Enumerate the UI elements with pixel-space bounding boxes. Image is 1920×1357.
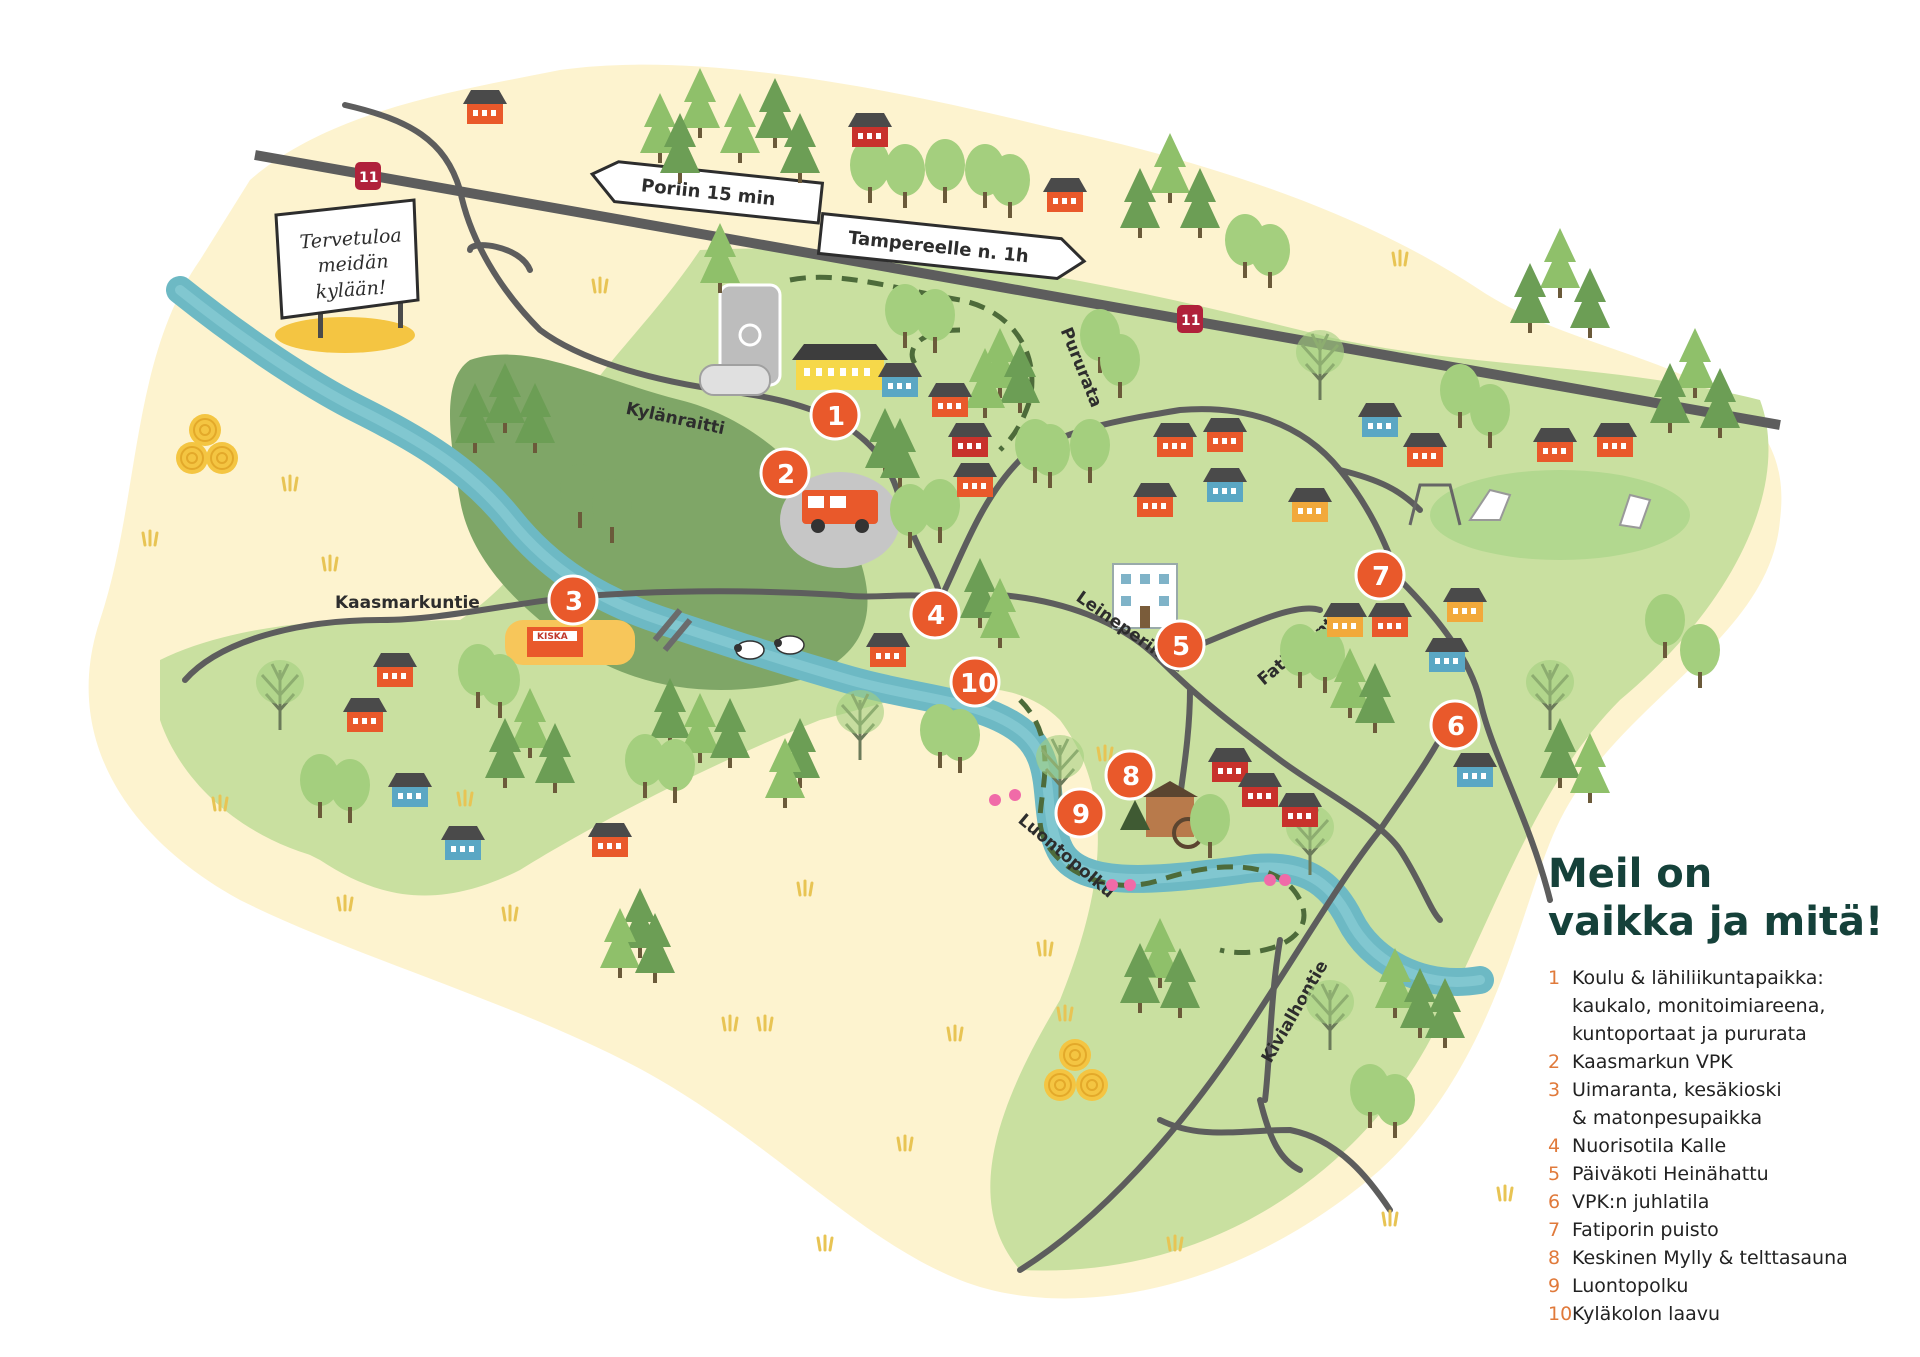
marker-3[interactable]: 3 (547, 574, 599, 626)
water-lilies (989, 789, 1291, 891)
swing-set (1408, 483, 1462, 526)
park-field (1430, 470, 1690, 560)
sign-tampere: Tampereelle n. 1h (816, 211, 1087, 281)
daycare-building (1112, 563, 1178, 629)
svg-text:2: 2 (777, 460, 795, 490)
svg-text:KISKA: KISKA (537, 632, 568, 642)
svg-text:7: 7 (1372, 562, 1390, 592)
highway-badge-2: 11 (1177, 305, 1203, 333)
goal-right (1618, 493, 1652, 530)
monitoimiareena (699, 364, 771, 396)
fire-truck (802, 490, 878, 533)
svg-text:4: 4 (927, 601, 945, 631)
legend-title-line-1: Meil on (1548, 851, 1713, 897)
highway-11 (254, 150, 1781, 430)
road-network (182, 102, 1553, 1273)
label-kaasmarkuntie: Kaasmarkuntie (335, 593, 480, 613)
svg-text:8: 8 (1122, 762, 1140, 792)
svg-text:9: 9 (1072, 800, 1090, 830)
svg-text:5: 5 (1172, 632, 1190, 662)
marker-2[interactable]: 2 (759, 447, 811, 499)
welcome-line-3: kylään! (315, 276, 387, 303)
sheep (734, 635, 805, 660)
marker-4[interactable]: 4 (909, 588, 961, 640)
marker-5[interactable]: 5 (1154, 619, 1206, 671)
marker-9[interactable]: 9 (1054, 787, 1106, 839)
marker-10[interactable]: 10 (949, 656, 1001, 708)
goal-left (1468, 488, 1512, 521)
marker-7[interactable]: 7 (1354, 549, 1406, 601)
river-inner (175, 285, 1485, 987)
welcome-line-2: meidän (317, 250, 389, 277)
kiosk: KISKA (527, 627, 583, 657)
bridge (652, 608, 693, 652)
svg-text:10: 10 (960, 669, 996, 699)
svg-text:11: 11 (1181, 313, 1200, 329)
marker-6[interactable]: 6 (1429, 699, 1481, 751)
sign-pori: Poriin 15 min (589, 160, 825, 225)
marker-8[interactable]: 8 (1104, 749, 1156, 801)
svg-text:3: 3 (565, 587, 583, 617)
svg-text:6: 6 (1447, 712, 1465, 742)
legend-title-line-2: vaikka ja mitä! (1548, 899, 1884, 945)
tent-sauna (1120, 800, 1150, 830)
highway-badge-1: 11 (355, 162, 381, 190)
school-building (792, 344, 888, 390)
legend-title: Meil on vaikka ja mitä! (1548, 850, 1908, 946)
svg-text:11: 11 (359, 170, 378, 186)
marker-1[interactable]: 1 (809, 389, 861, 441)
svg-text:1: 1 (827, 402, 845, 432)
welcome-sign: Tervetuloa meidän kylään! (274, 198, 420, 353)
